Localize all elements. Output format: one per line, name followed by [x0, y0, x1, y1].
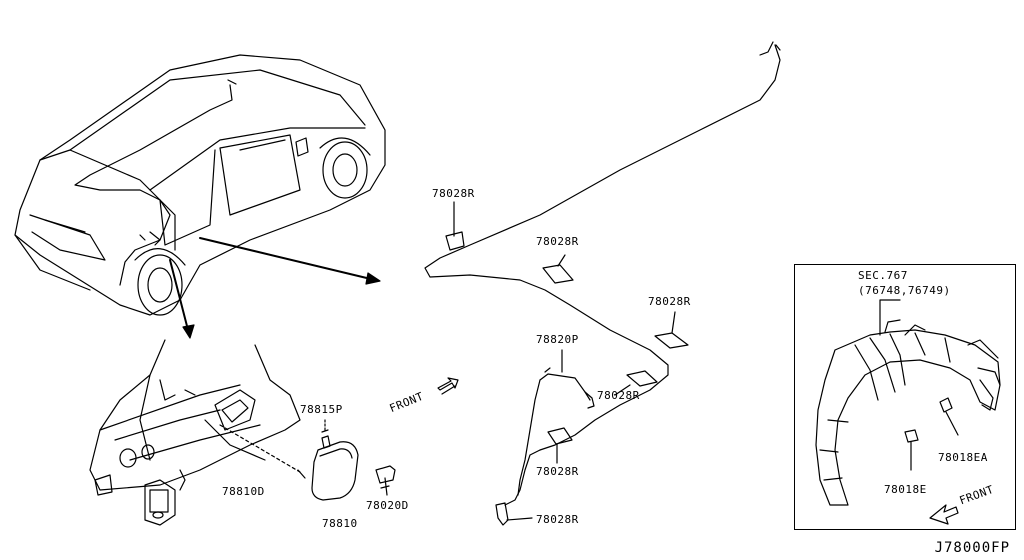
label-78020D: 78020D	[366, 499, 409, 512]
label-78028R-3: 78028R	[648, 295, 691, 308]
label-78028R-2: 78028R	[536, 235, 579, 248]
label-78028R-4: 78028R	[597, 389, 640, 402]
wheel-house-inset	[794, 264, 1016, 530]
label-78028R-6: 78028R	[536, 513, 579, 526]
fuel-filler-lid-icon	[311, 419, 396, 501]
label-78028R-1: 78028R	[432, 187, 475, 200]
lid-opener-cable-icon	[424, 41, 781, 526]
inset-front-arrow-icon	[929, 504, 959, 525]
label-sec-parts: (76748,76749)	[858, 284, 951, 297]
car-body-icon	[14, 54, 386, 316]
label-78820P: 78820P	[536, 333, 579, 346]
diagram-code: J78000FP	[934, 540, 1010, 556]
label-78028R-5: 78028R	[536, 465, 579, 478]
fuel-filler-area-icon	[89, 339, 306, 526]
front-arrow-icon	[437, 377, 459, 395]
label-sec767: SEC.767	[858, 269, 908, 282]
label-78815P: 78815P	[300, 403, 343, 416]
label-78810D: 78810D	[222, 485, 265, 498]
callout-arrows	[169, 237, 381, 339]
wheel-housing-protector-icon	[815, 299, 1001, 506]
label-78810: 78810	[322, 517, 358, 530]
label-78018E: 78018E	[884, 483, 927, 496]
label-78018EA: 78018EA	[938, 451, 988, 464]
